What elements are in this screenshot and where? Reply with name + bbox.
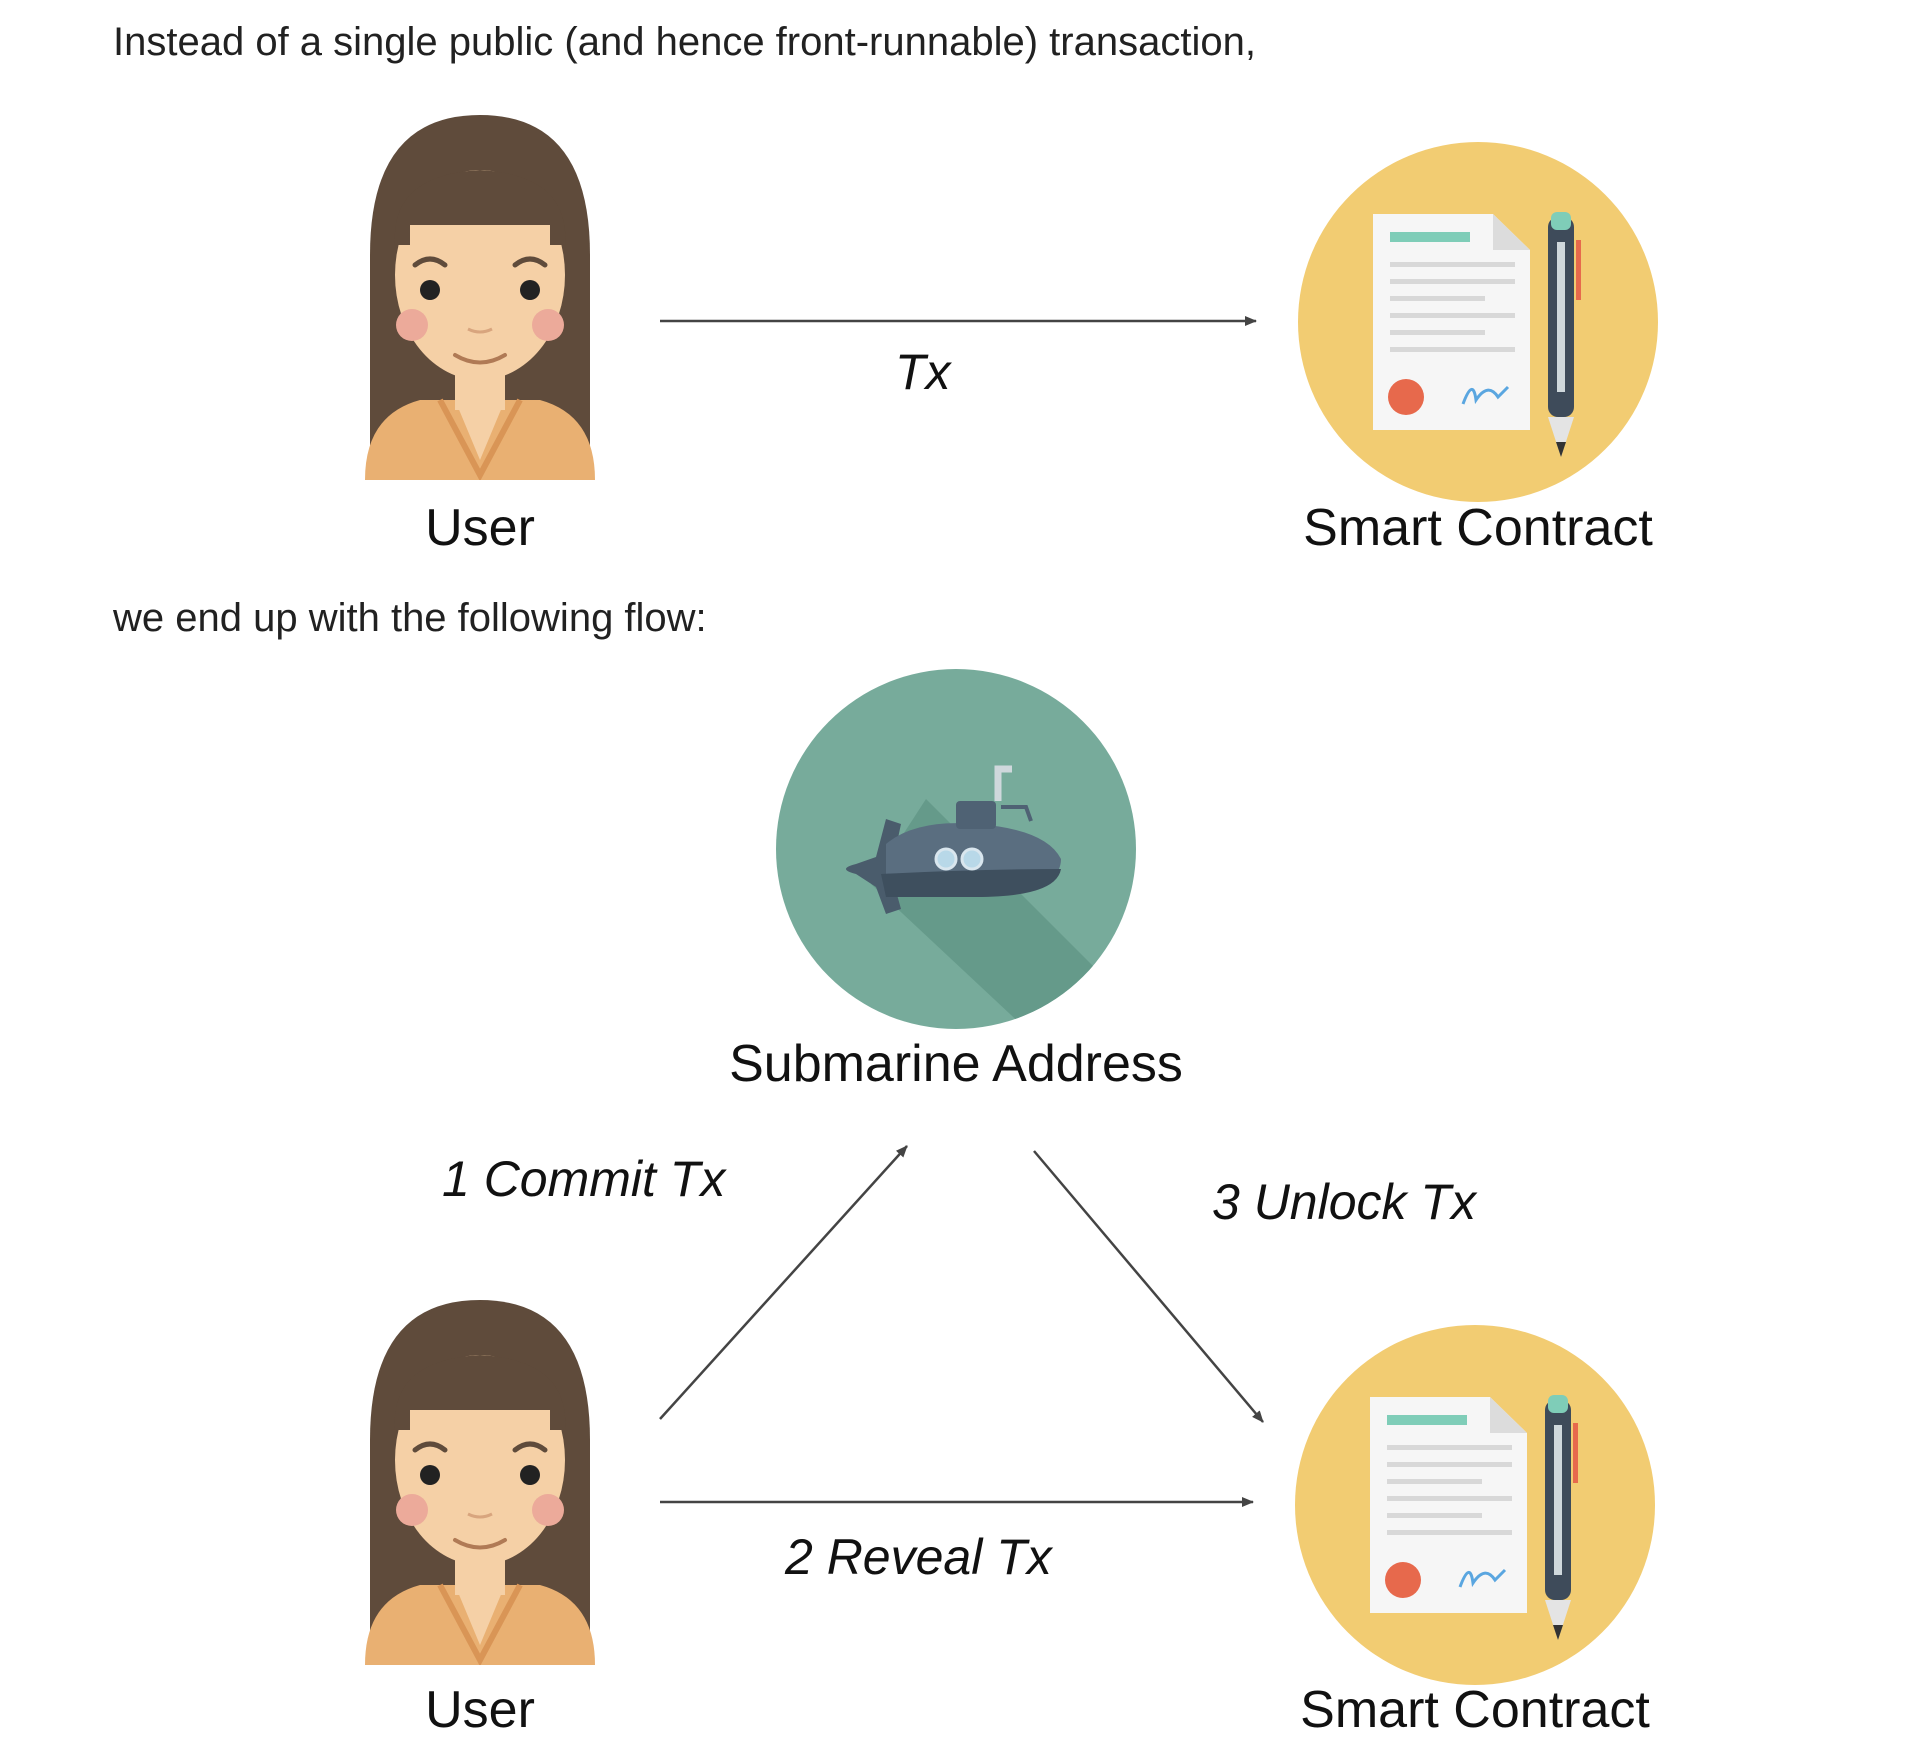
contract-label: Smart Contract [1303, 499, 1653, 557]
submarine-icon [776, 669, 1136, 1029]
user-avatar-icon [350, 1300, 610, 1665]
unlock-edge-label: 3 Unlock Tx [1212, 1174, 1476, 1230]
user-label-2: User [425, 1681, 535, 1739]
unlock-arrow [1033, 1150, 1264, 1423]
commit-edge-label: 1 Commit Tx [442, 1151, 726, 1207]
user-avatar-icon [350, 115, 610, 480]
intro-text: Instead of a single public (and hence fr… [113, 20, 1256, 64]
user-label: User [425, 499, 535, 557]
commit-arrow [659, 1145, 908, 1420]
smart-contract-icon [1295, 1325, 1655, 1685]
submarine-label: Submarine Address [729, 1035, 1183, 1093]
tx-edge-label: Tx [895, 344, 951, 400]
transition-text: we end up with the following flow: [113, 596, 707, 640]
contract-label-2: Smart Contract [1300, 1681, 1650, 1739]
reveal-edge-label: 2 Reveal Tx [785, 1529, 1052, 1585]
smart-contract-icon [1298, 142, 1658, 502]
